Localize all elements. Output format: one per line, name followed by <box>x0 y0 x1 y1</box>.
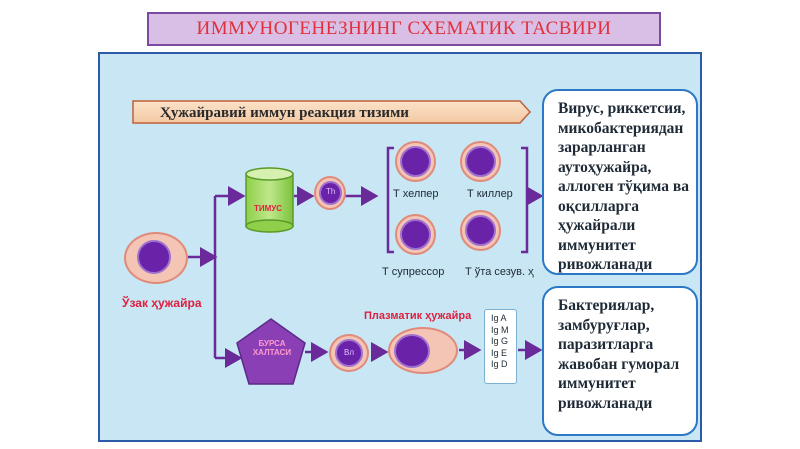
bl-cell-nucleus <box>335 339 363 367</box>
stem-cell-nucleus <box>137 240 171 274</box>
t-helper-label: Т хелпер <box>393 188 439 200</box>
diagram-title: ИММУНОГЕНЕЗНИНГ СХЕМАТИК ТАСВИРИ <box>147 12 661 46</box>
thymus-label: ТИМУС <box>254 204 283 213</box>
stem-cell-label: Ўзак ҳужайра <box>122 296 202 310</box>
th-cell-nucleus <box>319 181 342 205</box>
ig-item: Ig A <box>491 313 507 323</box>
banner-arrow <box>132 100 532 124</box>
ig-item: Ig G <box>491 336 509 346</box>
thymus-cylinder <box>245 167 294 233</box>
t-helper-nucleus <box>400 146 431 177</box>
immunoglobulin-list: Ig A Ig M Ig G Ig E Ig D <box>484 309 517 384</box>
t-killer-nucleus <box>465 146 496 177</box>
t-suppressor-label: Т супрессор <box>382 266 445 278</box>
cellular-immunity-description: Вирус, риккетсия, микобактериядан зарарл… <box>542 89 698 275</box>
bursa-label: БУРСА ХАЛТАСИ <box>252 339 292 357</box>
t-hypersens-label: Т ўта сезув. ҳ <box>465 266 534 278</box>
ig-item: Ig D <box>491 359 508 369</box>
humoral-immunity-description: Бактериялар, замбуруғлар, паразитларга ж… <box>542 286 698 436</box>
title-text: ИММУНОГЕНЕЗНИНГ СХЕМАТИК ТАСВИРИ <box>196 18 612 39</box>
th-cell-label: Th <box>326 187 336 196</box>
t-hypersens-nucleus <box>465 215 496 246</box>
bursa-label-text: БУРСА ХАЛТАСИ <box>252 339 292 357</box>
plasma-cell-nucleus <box>394 334 430 368</box>
bl-cell-label: Bл <box>344 348 355 357</box>
bursa-pentagon <box>236 318 306 385</box>
ig-item: Ig E <box>491 347 508 358</box>
plasma-cell-label: Плазматик ҳужайра <box>364 310 472 322</box>
ig-item: Ig M <box>491 324 509 335</box>
banner-label: Ҳужайравий иммун реакция тизими <box>160 105 409 121</box>
t-suppressor-nucleus <box>400 219 431 250</box>
t-killer-label: Т киллер <box>467 188 513 200</box>
